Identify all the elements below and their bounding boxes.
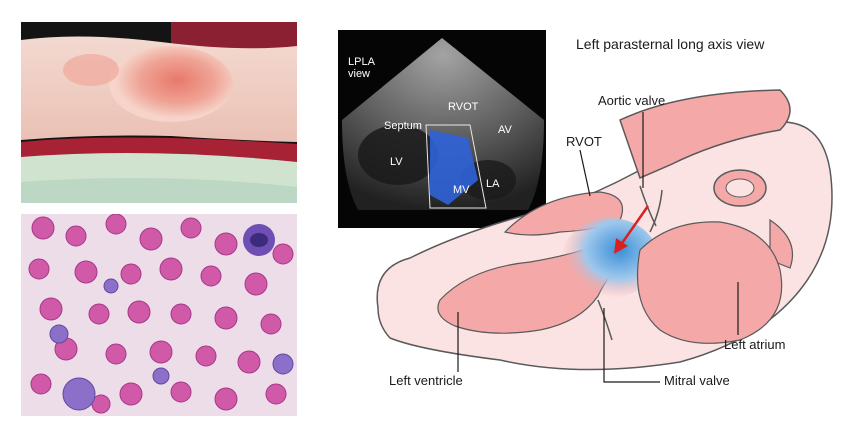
echo-label-av: AV: [498, 124, 512, 136]
echo-label-lv: LV: [390, 156, 403, 168]
echo-label-mv: MV: [453, 184, 470, 196]
label-left-ventricle: Left ventricle: [389, 373, 463, 388]
echo-label-la: LA: [486, 178, 500, 190]
blood-smear-photo: [21, 214, 297, 416]
skin-rash-photo: [21, 22, 297, 203]
diagram-title: Left parasternal long axis view: [576, 36, 765, 52]
label-mitral-valve: Mitral valve: [664, 373, 730, 388]
echo-label-rvot: RVOT: [448, 101, 479, 113]
label-left-atrium: Left atrium: [724, 337, 786, 352]
echocardiogram-image: LPLA view RVOT Septum AV LV MV LA: [338, 30, 546, 228]
label-rvot: RVOT: [566, 134, 602, 149]
echo-label-septum: Septum: [384, 120, 422, 132]
echo-view-label: LPLA view: [348, 56, 375, 80]
label-aortic-valve: Aortic valve: [598, 93, 666, 108]
